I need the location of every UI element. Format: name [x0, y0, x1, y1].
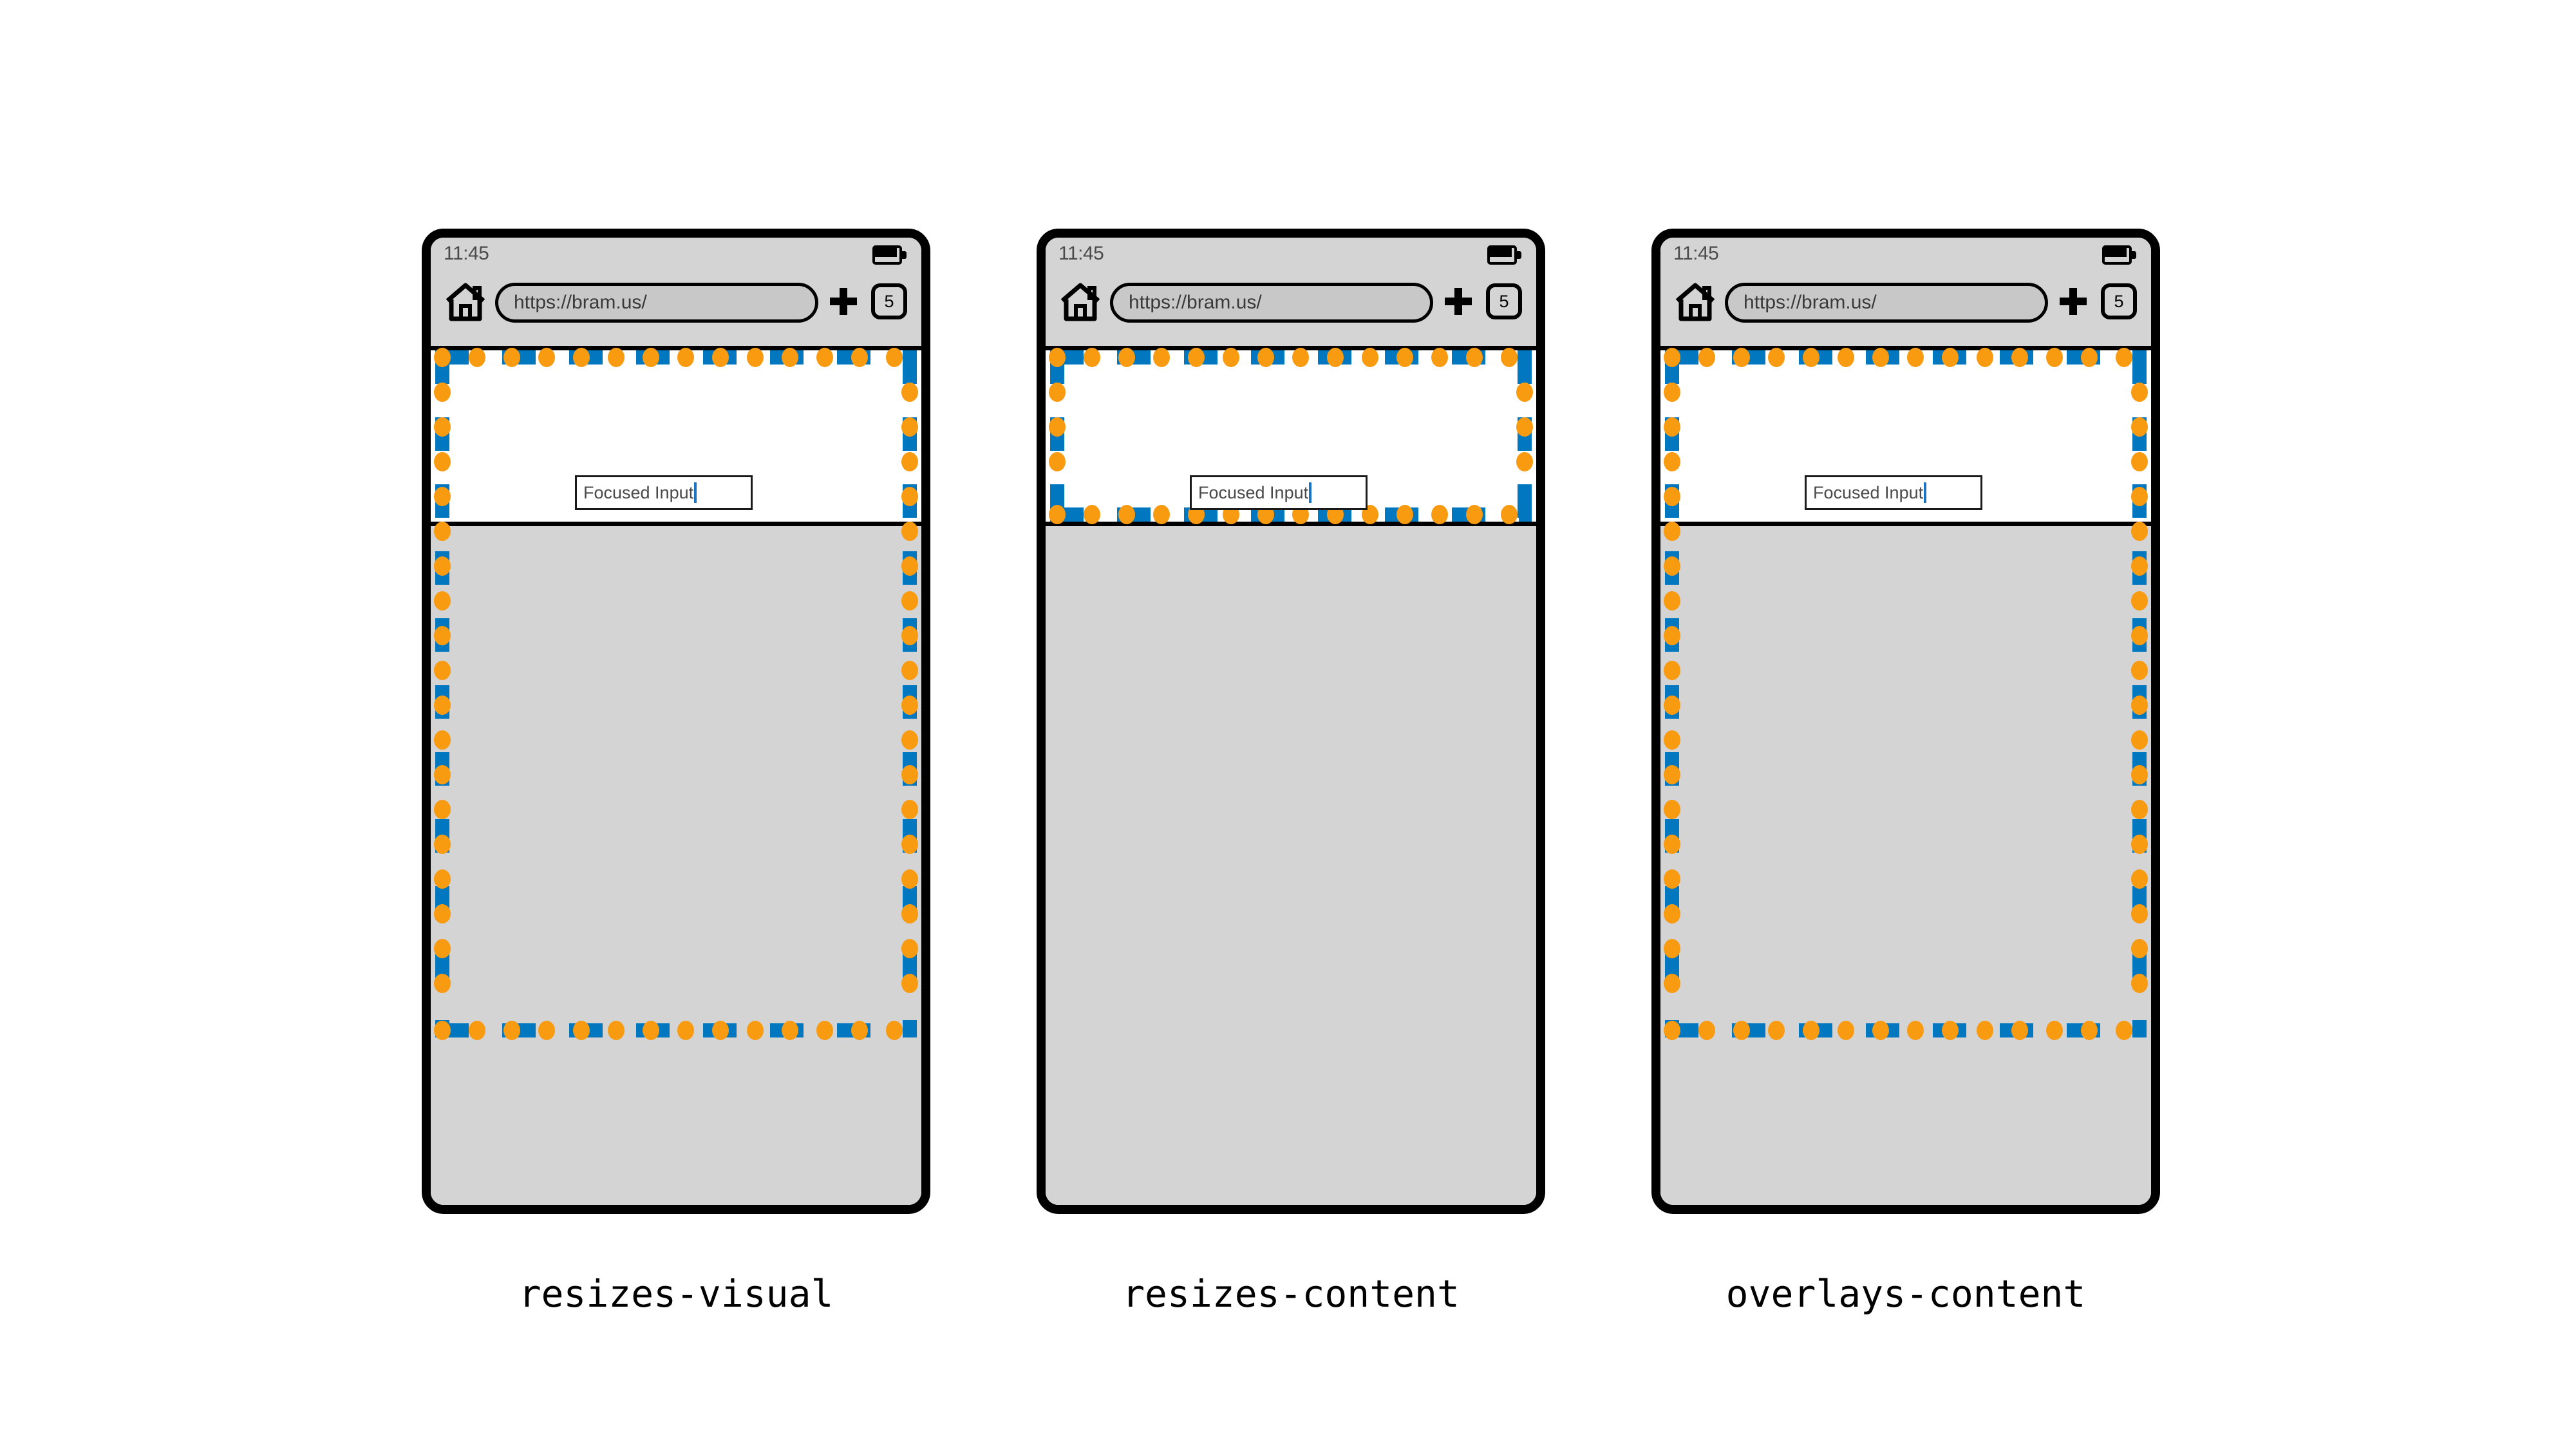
- battery-full-icon: [2102, 245, 2137, 265]
- phone-mockup-resizes-content: 11:45 https://br: [1037, 229, 1545, 1214]
- status-clock: 11:45: [444, 243, 489, 264]
- focused-input-value: Focused Input: [1813, 482, 1924, 502]
- caption-overlays-content: overlays-content: [1725, 1272, 2086, 1316]
- status-clock: 11:45: [1673, 243, 1719, 264]
- tab-count-label: 5: [1499, 291, 1509, 311]
- home-icon[interactable]: [445, 281, 486, 321]
- status-clock: 11:45: [1058, 243, 1104, 264]
- tab-count-button[interactable]: 5: [1486, 283, 1522, 319]
- battery-full-icon: [872, 245, 907, 265]
- home-icon[interactable]: [1675, 281, 1716, 321]
- on-screen-keyboard: [1046, 526, 1536, 1205]
- browser-chrome: 11:45 https://br: [431, 238, 921, 350]
- caption-resizes-visual: resizes-visual: [518, 1272, 834, 1316]
- focused-input-value: Focused Input: [1198, 482, 1309, 502]
- tab-count-label: 5: [2114, 291, 2124, 311]
- battery-full-icon: [1487, 245, 1522, 265]
- focused-input[interactable]: Focused Input: [1805, 475, 1982, 510]
- phone-screen: 11:45 https://br: [1046, 238, 1536, 1205]
- tab-count-button[interactable]: 5: [871, 283, 907, 319]
- address-bar[interactable]: https://bram.us/: [1110, 283, 1433, 323]
- page-content-area: [1046, 350, 1536, 526]
- on-screen-keyboard: [431, 526, 921, 1205]
- browser-viewport: Focused Input: [1046, 348, 1536, 1205]
- tab-count-button[interactable]: 5: [2101, 283, 2137, 319]
- plus-icon[interactable]: [1445, 288, 1472, 315]
- status-bar: 11:45: [1046, 238, 1536, 274]
- address-bar[interactable]: https://bram.us/: [1725, 283, 2048, 323]
- browser-chrome: 11:45 https://br: [1660, 238, 2151, 350]
- status-bar: 11:45: [431, 238, 921, 274]
- phone-mockup-overlays-content: 11:45 https://br: [1651, 229, 2160, 1214]
- caption-resizes-content: resizes-content: [1122, 1272, 1460, 1316]
- browser-chrome: 11:45 https://br: [1046, 238, 1536, 350]
- browser-toolbar: https://bram.us/ 5: [1046, 274, 1536, 346]
- plus-icon[interactable]: [2060, 288, 2087, 315]
- text-caret: [694, 482, 697, 503]
- status-bar: 11:45: [1660, 238, 2151, 274]
- on-screen-keyboard: [1660, 526, 2151, 1205]
- address-bar[interactable]: https://bram.us/: [495, 283, 818, 323]
- browser-viewport: Focused Input: [1660, 348, 2151, 1205]
- browser-toolbar: https://bram.us/ 5: [431, 274, 921, 346]
- home-icon[interactable]: [1060, 281, 1101, 321]
- plus-icon[interactable]: [830, 288, 857, 315]
- phone-mockup-resizes-visual: 11:45 https://br: [422, 229, 930, 1214]
- text-caret: [1924, 482, 1927, 503]
- tab-count-label: 5: [884, 291, 894, 311]
- phone-screen: 11:45 https://br: [1660, 238, 2151, 1205]
- address-bar-text: https://bram.us/: [514, 292, 647, 313]
- address-bar-text: https://bram.us/: [1129, 292, 1262, 313]
- focused-input[interactable]: Focused Input: [575, 475, 753, 510]
- address-bar-text: https://bram.us/: [1744, 292, 1877, 313]
- browser-toolbar: https://bram.us/ 5: [1660, 274, 2151, 346]
- text-caret: [1309, 482, 1312, 503]
- phone-screen: 11:45 https://br: [431, 238, 921, 1205]
- browser-viewport: Focused Input: [431, 348, 921, 1205]
- focused-input[interactable]: Focused Input: [1190, 475, 1368, 510]
- focused-input-value: Focused Input: [583, 482, 694, 502]
